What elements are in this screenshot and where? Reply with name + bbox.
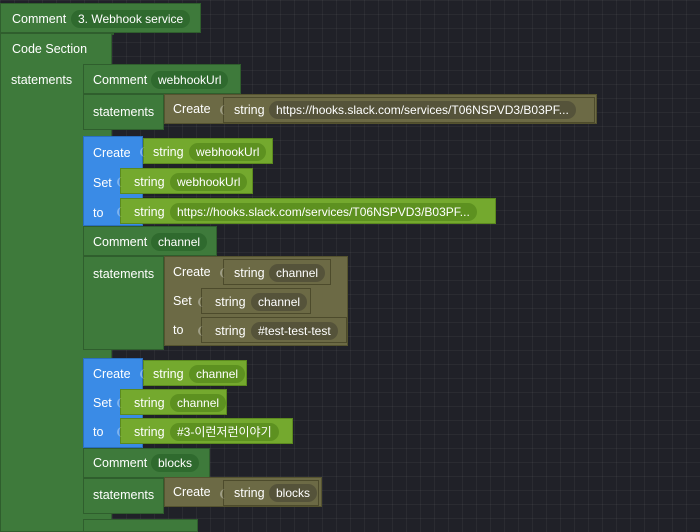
comment-label: Comment bbox=[93, 456, 148, 470]
create-label: Create bbox=[93, 146, 131, 160]
connector-notch bbox=[198, 297, 204, 307]
variable-name[interactable]: channel bbox=[170, 394, 227, 412]
string-block-to[interactable]: string https://hooks.slack.com/services/… bbox=[117, 198, 496, 224]
connector-notch bbox=[198, 326, 204, 336]
connector-notch bbox=[220, 105, 226, 115]
comment-block-webhookurl[interactable]: Comment webhookUrl bbox=[83, 64, 241, 94]
string-type-label: string bbox=[134, 175, 165, 189]
variable-name[interactable]: blocks bbox=[269, 484, 318, 502]
string-block-create[interactable]: string webhookUrl bbox=[140, 138, 273, 164]
string-type-label: string bbox=[153, 145, 184, 159]
create-label: Create bbox=[173, 265, 211, 279]
to-label: to bbox=[93, 206, 104, 220]
string-type-label: string bbox=[134, 205, 165, 219]
connector-notch bbox=[117, 207, 123, 217]
variable-name[interactable]: channel bbox=[189, 365, 246, 383]
create-label: Create bbox=[173, 485, 211, 499]
comment-block-blocks[interactable]: Comment blocks bbox=[83, 448, 210, 478]
string-value[interactable]: #3-이런저런이야기 bbox=[170, 423, 279, 441]
string-block-set[interactable]: string channel bbox=[117, 389, 227, 415]
connector-notch bbox=[117, 427, 123, 437]
comment-statements-rail: statements bbox=[83, 478, 164, 514]
comment-value[interactable]: 3. Webhook service bbox=[71, 10, 191, 28]
string-block-set[interactable]: string webhookUrl bbox=[117, 168, 253, 194]
connector-notch bbox=[140, 147, 146, 157]
connector-notch bbox=[220, 489, 226, 499]
next-comment-block-partial[interactable] bbox=[83, 519, 198, 532]
string-block-to[interactable]: string #3-이런저런이야기 bbox=[117, 418, 293, 444]
string-block[interactable]: string channel bbox=[220, 259, 331, 285]
string-block[interactable]: string channel bbox=[198, 288, 311, 314]
string-type-label: string bbox=[234, 266, 265, 280]
connector-notch bbox=[140, 369, 146, 379]
comment-value[interactable]: webhookUrl bbox=[151, 71, 229, 89]
string-type-label: string bbox=[234, 103, 265, 117]
string-block[interactable]: string https://hooks.slack.com/services/… bbox=[220, 97, 595, 123]
comment-block-channel[interactable]: Comment channel bbox=[83, 226, 217, 256]
connector-notch bbox=[117, 398, 123, 408]
string-block-create[interactable]: string channel bbox=[140, 360, 247, 386]
to-label: to bbox=[93, 425, 104, 439]
code-section-label: Code Section bbox=[12, 42, 88, 56]
string-block[interactable]: string #test-test-test bbox=[198, 317, 347, 343]
create-block-blocks[interactable]: Create string blocks bbox=[164, 477, 322, 507]
create-block-webhookurl[interactable]: Create string https://hooks.slack.com/se… bbox=[164, 94, 597, 124]
comment-block-webhook-service[interactable]: Comment 3. Webhook service bbox=[0, 3, 201, 33]
create-label: Create bbox=[173, 102, 211, 116]
statements-label: statements bbox=[93, 105, 155, 119]
variable-name[interactable]: webhookUrl bbox=[189, 143, 267, 161]
comment-label: Comment bbox=[93, 235, 148, 249]
string-type-label: string bbox=[215, 295, 246, 309]
connector-notch bbox=[220, 268, 226, 278]
comment-label: Comment bbox=[12, 12, 67, 26]
variable-name[interactable]: channel bbox=[251, 293, 308, 311]
string-type-label: string bbox=[134, 396, 165, 410]
comment-label: Comment bbox=[93, 73, 148, 87]
comment-statements-rail: statements bbox=[83, 94, 164, 130]
string-type-label: string bbox=[234, 486, 265, 500]
string-type-label: string bbox=[215, 324, 246, 338]
code-section-header-extension bbox=[112, 33, 114, 35]
string-block[interactable]: string blocks bbox=[220, 480, 319, 506]
variable-name[interactable]: channel bbox=[269, 264, 326, 282]
string-type-label: string bbox=[153, 367, 184, 381]
statements-label: statements bbox=[93, 267, 155, 281]
string-value[interactable]: https://hooks.slack.com/services/T06NSPV… bbox=[269, 101, 576, 119]
set-label: Set bbox=[93, 396, 112, 410]
string-type-label: string bbox=[134, 425, 165, 439]
create-label: Create bbox=[93, 367, 131, 381]
variable-name[interactable]: webhookUrl bbox=[170, 173, 248, 191]
comment-value[interactable]: channel bbox=[151, 233, 208, 251]
to-label: to bbox=[173, 323, 184, 337]
set-label: Set bbox=[93, 176, 112, 190]
string-value[interactable]: https://hooks.slack.com/services/T06NSPV… bbox=[170, 203, 477, 221]
set-label: Set bbox=[173, 294, 192, 308]
comment-value[interactable]: blocks bbox=[151, 454, 200, 472]
create-block-channel[interactable]: Create Set to string channel string chan… bbox=[164, 256, 348, 346]
string-value[interactable]: #test-test-test bbox=[251, 322, 338, 340]
connector-notch bbox=[117, 177, 123, 187]
statements-label: statements bbox=[11, 73, 73, 87]
comment-statements-rail: statements bbox=[83, 256, 164, 350]
statements-label: statements bbox=[93, 488, 155, 502]
